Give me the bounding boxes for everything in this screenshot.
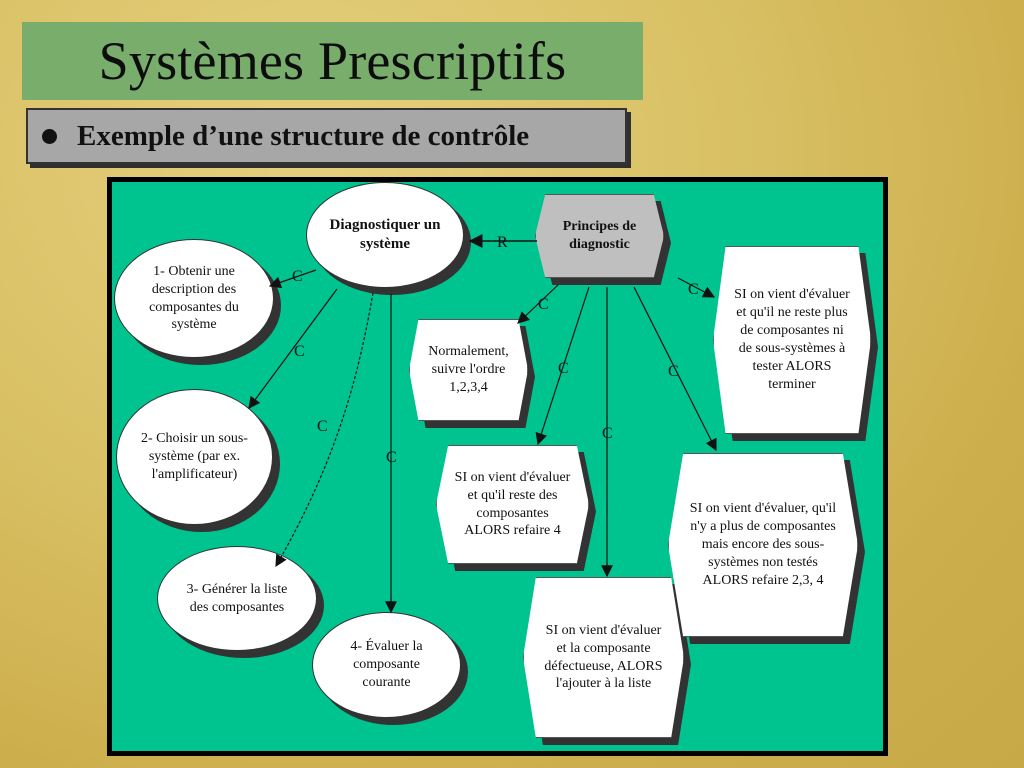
c-label-normalement: C bbox=[538, 296, 549, 313]
c-label-evaluer: C bbox=[386, 449, 397, 466]
si-plus-text: SI on vient d'évaluer, qu'il n'y a plus … bbox=[689, 501, 837, 588]
c-label-obtenir: C bbox=[292, 268, 303, 285]
normalement-node: Normalement, suivre l'ordre 1,2,3,4 bbox=[409, 319, 528, 421]
si-reste-node: SI on vient d'évaluer et qu'il reste des… bbox=[436, 445, 589, 564]
c-connection-normalement bbox=[517, 284, 559, 324]
evaluer-text: 4- Évaluer la composante courante bbox=[350, 639, 423, 690]
title-banner: Systèmes Prescriptifs bbox=[22, 22, 643, 100]
diagnostiquer-node: Diagnostiquer un système bbox=[306, 182, 464, 288]
normalement-text: Normalement, suivre l'ordre 1,2,3,4 bbox=[428, 344, 509, 395]
bullet-icon bbox=[42, 128, 57, 144]
choisir-text: 2- Choisir un sous-système (par ex. l'am… bbox=[141, 431, 248, 482]
c-connection-choisir bbox=[248, 288, 338, 409]
generer-node: 3- Générer la liste des composantes bbox=[157, 546, 317, 651]
si-terminer-node: SI on vient d'évaluer et qu'il ne reste … bbox=[713, 246, 871, 434]
c-label-generer: C bbox=[317, 418, 328, 435]
si-plus-node: SI on vient d'évaluer, qu'il n'y a plus … bbox=[668, 453, 858, 637]
c-connection-si-reste bbox=[535, 286, 590, 446]
c-label-si-defectueuse: C bbox=[602, 425, 613, 442]
c-label-si-reste: C bbox=[558, 360, 569, 377]
c-connection-generer bbox=[275, 292, 374, 568]
c-label-si-terminer: C bbox=[688, 281, 699, 298]
c-connection-si-plus bbox=[633, 286, 717, 452]
c-connection-si-terminer bbox=[677, 277, 716, 298]
choisir-node: 2- Choisir un sous-système (par ex. l'am… bbox=[116, 389, 273, 525]
evaluer-node: 4- Évaluer la composante courante bbox=[312, 612, 461, 718]
si-defectueuse-text: SI on vient d'évaluer et la composante d… bbox=[544, 622, 663, 692]
obtenir-node: 1- Obtenir une description des composant… bbox=[114, 239, 274, 358]
si-reste-text: SI on vient d'évaluer et qu'il reste des… bbox=[454, 469, 571, 539]
c-label-si-plus: C bbox=[668, 363, 679, 380]
generer-text: 3- Générer la liste des composantes bbox=[186, 581, 288, 615]
c-connection-obtenir bbox=[268, 269, 317, 289]
si-defectueuse-node: SI on vient d'évaluer et la composante d… bbox=[523, 577, 684, 738]
r-label: R bbox=[497, 234, 508, 251]
obtenir-text: 1- Obtenir une description des composant… bbox=[149, 263, 239, 333]
principes-text: Principes de diagnostic bbox=[562, 219, 637, 252]
slide-title: Systèmes Prescriptifs bbox=[98, 31, 567, 91]
c-label-choisir: C bbox=[294, 343, 305, 360]
principes-node: Principes de diagnostic bbox=[535, 194, 664, 278]
diagnostiquer-text: Diagnostiquer un système bbox=[329, 216, 441, 252]
subtitle-text: Exemple d’une structure de contrôle bbox=[77, 119, 530, 152]
subtitle-box: Exemple d’une structure de contrôle bbox=[26, 108, 627, 164]
si-terminer-text: SI on vient d'évaluer et qu'il ne reste … bbox=[734, 287, 850, 392]
